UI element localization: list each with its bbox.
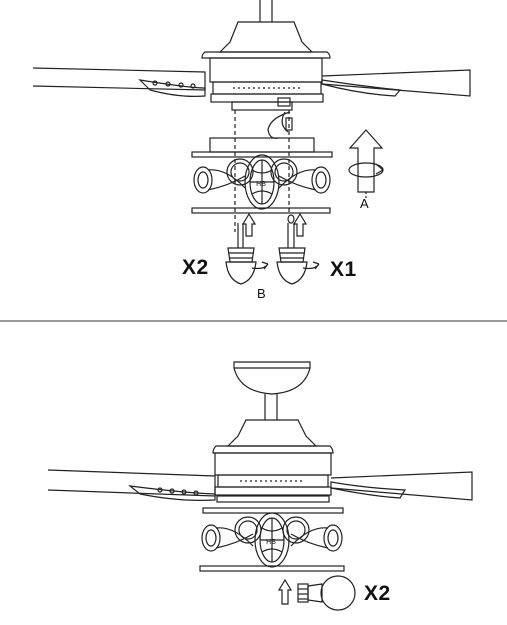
left-bulb-quantity: X2	[182, 256, 209, 279]
right-bulb-quantity: X1	[330, 258, 357, 281]
fan-blade-right-assembled	[330, 471, 473, 501]
bottom-bulb-quantity: X2	[364, 582, 391, 605]
svg-text:HB: HB	[256, 180, 266, 188]
rotation-label: A	[360, 196, 369, 211]
top-panel: HB	[0, 0, 507, 322]
light-kit-assembled: HB	[199, 495, 345, 572]
light-bulb-left	[225, 212, 269, 285]
light-kit-mounting-plate	[191, 137, 333, 158]
fan-blade-left	[32, 67, 206, 97]
motor-housing-assembled	[212, 419, 334, 496]
bottom-panel: HB	[47, 361, 473, 611]
bulb-label: B	[257, 286, 266, 301]
ceiling-canopy	[233, 361, 311, 420]
downrod	[259, 0, 273, 22]
fan-blade-right	[321, 69, 471, 97]
fan-blade-left-assembled	[47, 469, 216, 501]
light-kit-fixture: HB	[191, 154, 331, 214]
light-bulb-right	[276, 212, 320, 285]
motor-housing	[201, 21, 331, 103]
light-bulb-bottom	[277, 575, 356, 611]
rotation-arrow-icon	[348, 129, 384, 198]
svg-text:HB: HB	[266, 538, 276, 546]
